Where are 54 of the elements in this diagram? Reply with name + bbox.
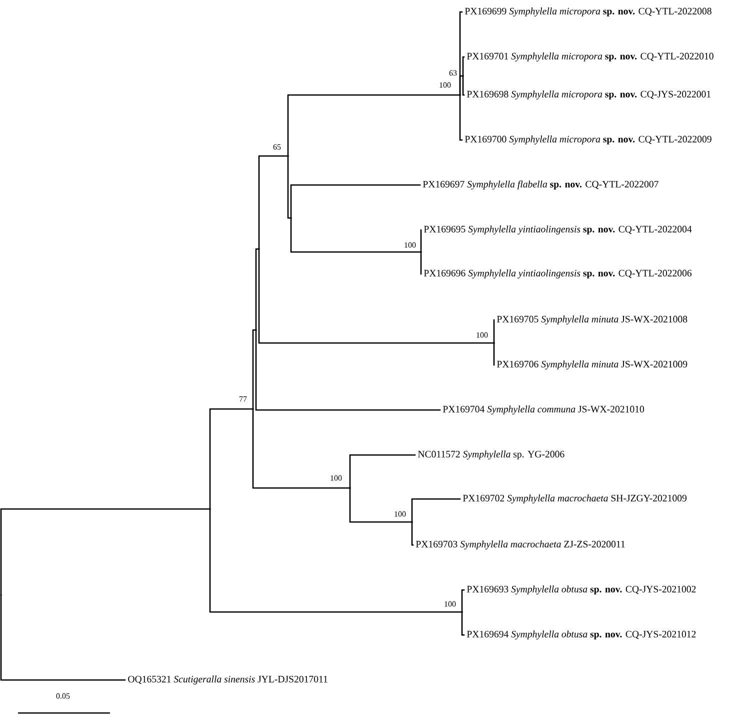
branch-line	[209, 508, 463, 613]
support-value: 100	[330, 475, 342, 481]
branch-line	[349, 454, 416, 489]
taxon-label: NC011572 Symphylella sp. YG-2006	[418, 450, 564, 460]
branch-line	[0, 508, 211, 596]
scale-label: 0.05	[56, 693, 70, 699]
branch-line	[411, 521, 414, 546]
taxon-label: PX169699 Symphylella micropora sp. nov. CQ-YTL-2022008	[464, 8, 712, 16]
support-value: 100	[476, 332, 488, 338]
support-value: 65	[273, 144, 281, 150]
branch-line	[252, 329, 257, 410]
branch-line	[462, 56, 465, 77]
taxon-label: PX169694 Symphylella obtusa sp. nov. CQ-JYS-2021012	[466, 630, 696, 640]
branch-line	[255, 248, 260, 331]
support-value: 100	[394, 511, 406, 517]
branch-line	[461, 611, 465, 636]
support-value: 63	[449, 70, 457, 76]
taxon-label: PX169703 Symphylella macrochaeta ZJ-ZS-2020011	[416, 540, 625, 550]
taxon-label: PX169704 Symphylella communa JS-WX-2021010	[442, 406, 644, 414]
branch-line	[209, 408, 254, 510]
branch-line	[462, 75, 465, 96]
taxon-label: PX169697 Symphylella flabella sp. nov. CQ-YTL-2022007	[422, 180, 658, 190]
support-value: 100	[404, 242, 416, 248]
taxon-label: PX169695 Symphylella yintiaolingensis sp. nov. CQ-YTL-2022004	[424, 226, 692, 234]
branch-line	[287, 155, 292, 219]
branch-line	[258, 155, 289, 250]
branch-line	[493, 319, 495, 344]
branch-line	[493, 342, 495, 366]
branch-line	[411, 498, 461, 523]
branch-line	[252, 408, 351, 489]
branch-line	[420, 251, 422, 275]
branch-line	[459, 94, 463, 141]
branch-line	[459, 75, 464, 96]
taxon-label: PX169705 Symphylella minuta JS-WX-2021008	[496, 316, 688, 324]
branch-line	[290, 217, 422, 253]
taxon-label: OQ165321 Scutigeralla sinensis JYL-DJS2017011	[128, 676, 328, 684]
taxon-label: PX169693 Symphylella obtusa sp. nov. CQ-JYS-2021002	[466, 586, 696, 594]
branch-line	[461, 589, 465, 613]
branch-line	[349, 487, 413, 523]
taxon-label: PX169702 Symphylella macrochaeta SH-JZGY-2021009	[462, 494, 686, 504]
branch-line	[287, 94, 461, 157]
taxon-label: PX169696 Symphylella yintiaolingensis sp. nov. CQ-YTL-2022006	[424, 270, 692, 278]
taxon-label: PX169698 Symphylella micropora sp. nov. CQ-JYS-2022001	[466, 90, 710, 100]
branch-line	[255, 329, 441, 411]
support-value: 100	[444, 601, 456, 607]
support-value: 100	[440, 82, 451, 88]
branch-line	[0, 594, 126, 681]
taxon-label: PX169706 Symphylella minuta JS-WX-2021009	[496, 360, 688, 370]
taxon-label: PX169701 Symphylella micropora sp. nov. CQ-YTL-2022010	[466, 52, 714, 62]
taxon-label: PX169700 Symphylella micropora sp. nov. CQ-YTL-2022009	[464, 136, 712, 144]
support-value: 77	[240, 396, 247, 402]
branch-line	[420, 229, 422, 253]
branch-line	[290, 184, 421, 219]
branch-line	[258, 248, 495, 344]
